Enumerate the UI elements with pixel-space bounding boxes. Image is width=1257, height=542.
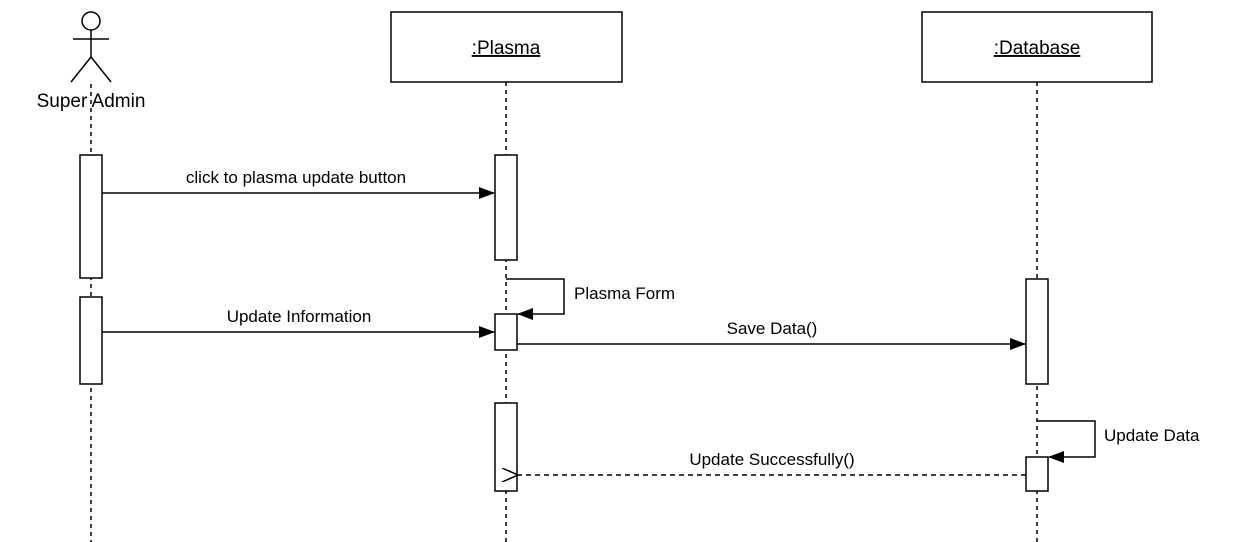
message-label-update-successfully: Update Successfully() <box>689 450 854 469</box>
message-label-plasma-form: Plasma Form <box>574 284 675 303</box>
participant-database-label: :Database <box>994 38 1081 59</box>
message-arrow-plasma-form <box>506 278 565 320</box>
actor-super-admin <box>70 11 112 83</box>
activation-super-admin-1 <box>79 154 103 279</box>
stick-figure-icon <box>70 11 112 83</box>
activation-plasma-1 <box>494 154 518 261</box>
activation-plasma-3 <box>494 402 518 492</box>
message-label-save-data: Save Data() <box>727 319 818 338</box>
participant-database-box <box>921 11 1153 83</box>
activation-super-admin-2 <box>79 296 103 385</box>
message-label-update-data: Update Data <box>1104 426 1200 445</box>
activation-database-2 <box>1025 456 1049 492</box>
participant-plasma-label: :Plasma <box>472 38 541 59</box>
message-label-update-information: Update Information <box>227 307 372 326</box>
activation-plasma-2 <box>494 313 518 351</box>
message-arrow-update-data <box>1037 420 1096 463</box>
activation-database-1 <box>1025 278 1049 385</box>
message-label-click-update: click to plasma update button <box>186 168 406 187</box>
actor-label: Super Admin <box>37 91 146 112</box>
participant-plasma-box <box>390 11 623 83</box>
